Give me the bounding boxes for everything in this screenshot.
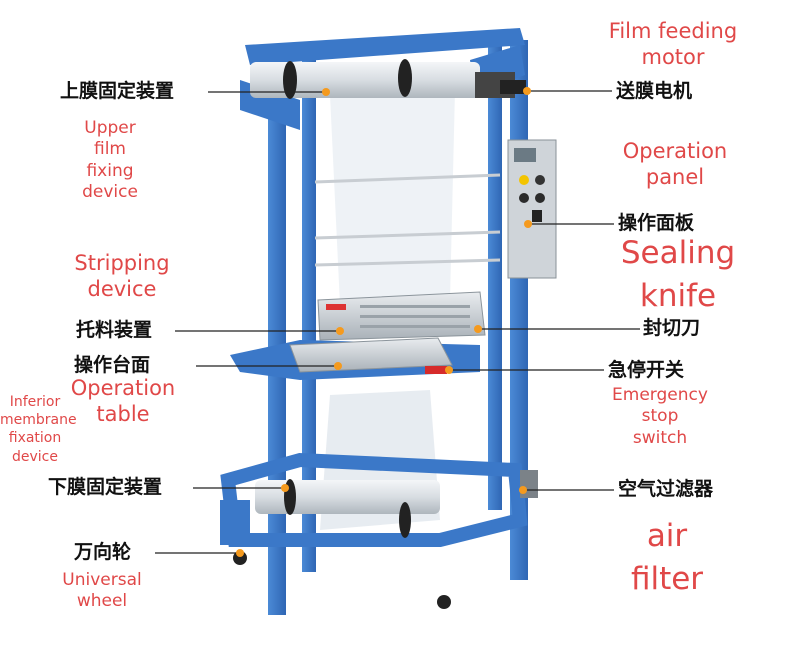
label-cn-sealing-knife: 封切刀 bbox=[643, 317, 701, 339]
label-cn-lower-film: 下膜固定装置 bbox=[48, 476, 163, 498]
lower-film-roll bbox=[255, 480, 440, 514]
callout-dots bbox=[236, 87, 532, 557]
label-cn-operation-table: 操作台面 bbox=[74, 354, 151, 376]
label-cn-air-filter: 空气过滤器 bbox=[618, 478, 714, 500]
rear-right-upright bbox=[488, 40, 502, 510]
label-cn-wheel: 万向轮 bbox=[74, 541, 132, 563]
caster-wheel-right bbox=[437, 595, 451, 609]
upper-film-roll bbox=[250, 62, 480, 98]
operation-table-top bbox=[289, 337, 453, 373]
film-sheet bbox=[330, 90, 455, 305]
leader-lines bbox=[155, 90, 640, 554]
front-left-upright bbox=[268, 55, 286, 615]
label-cn-operation-panel: 操作面板 bbox=[618, 212, 695, 234]
operation-panel-box bbox=[507, 139, 557, 279]
label-cn-film-motor: 送膜电机 bbox=[616, 80, 693, 102]
label-cn-upper-film: 上膜固定装置 bbox=[60, 80, 175, 102]
emergency-stop-button bbox=[425, 366, 447, 374]
top-frame bbox=[245, 28, 525, 65]
label-cn-stripping: 托料装置 bbox=[76, 319, 153, 341]
rear-left-upright bbox=[302, 52, 316, 572]
label-cn-emergency-stop: 急停开关 bbox=[608, 359, 685, 381]
